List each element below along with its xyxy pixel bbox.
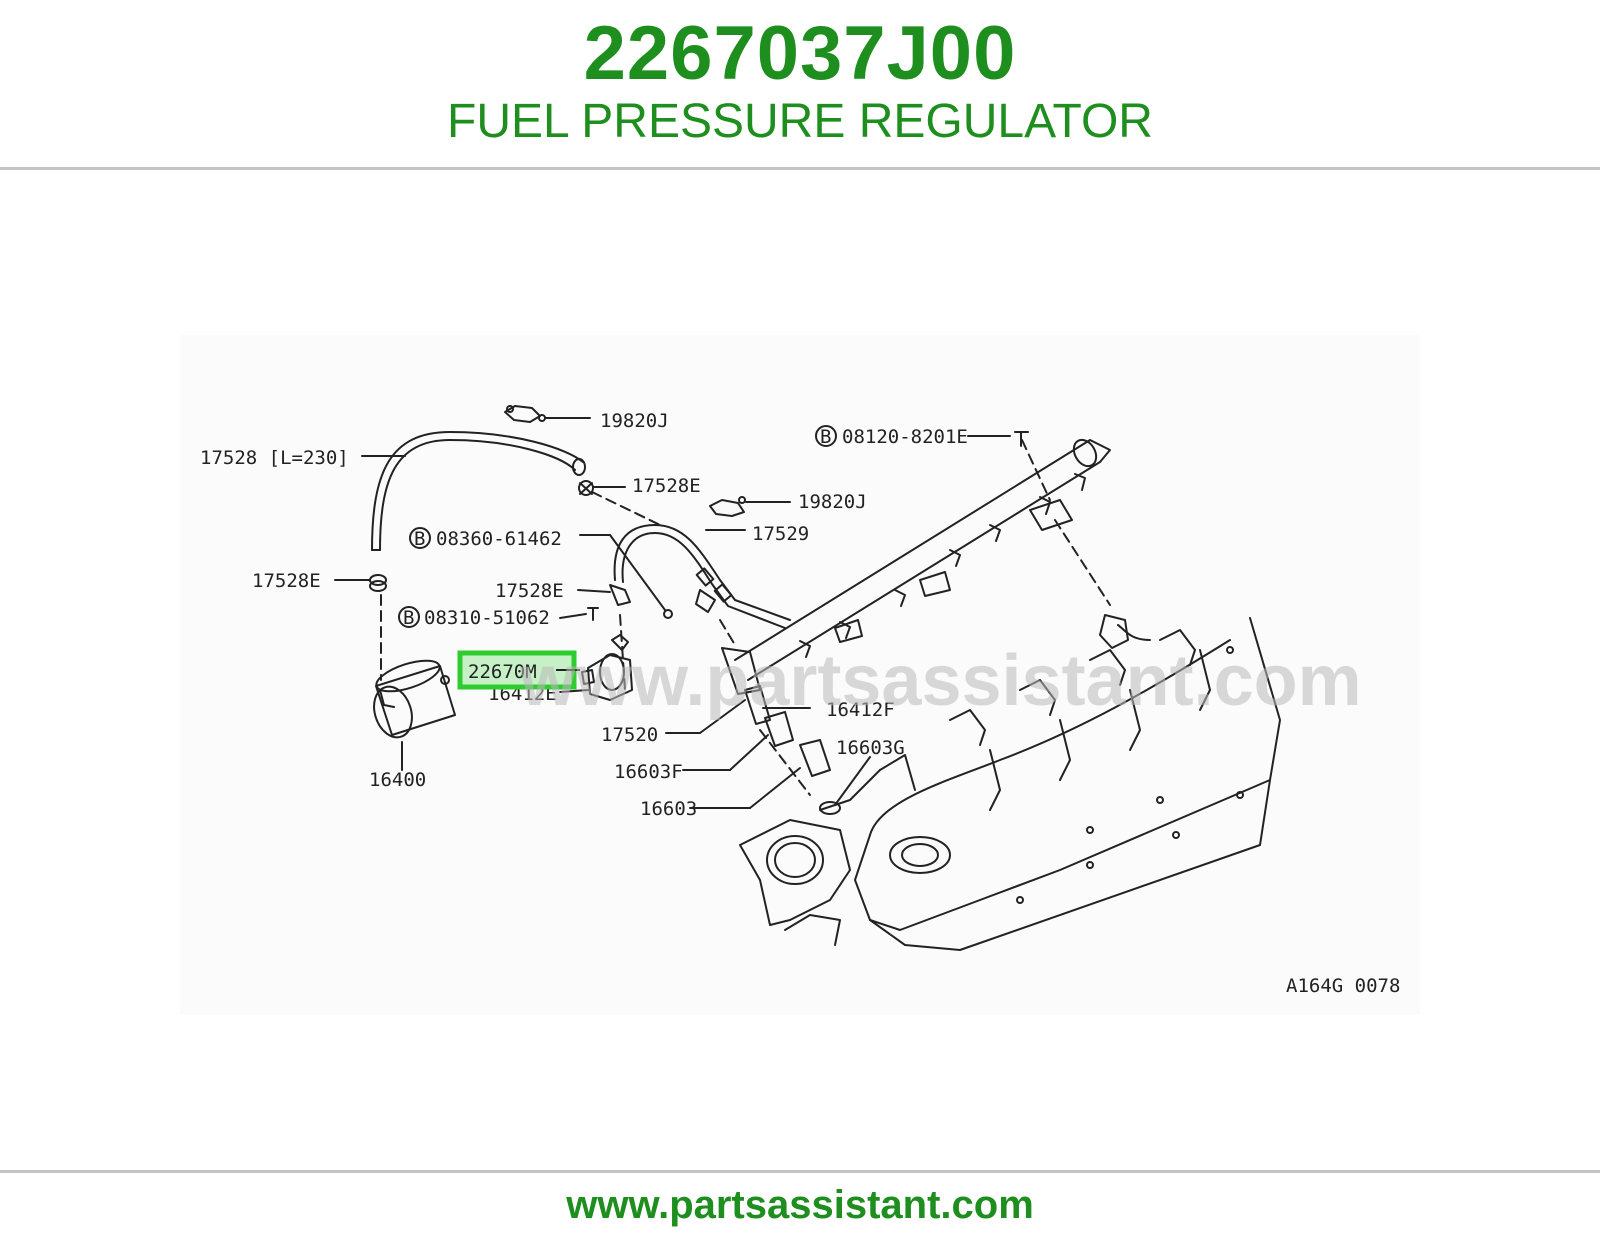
- hose-bracket: [609, 584, 716, 619]
- clip-19820j-mid: [709, 496, 746, 517]
- footer-divider: [0, 1170, 1600, 1173]
- header-divider: [0, 167, 1600, 170]
- label-17528e-upper[interactable]: 17528E: [632, 475, 701, 497]
- hose-end: [572, 458, 586, 476]
- bolt-marker-letter: B: [414, 528, 425, 550]
- clamp-17528e-upper: [578, 480, 594, 496]
- label-17528e-mid[interactable]: 17528E: [495, 580, 564, 602]
- watermark: www.partsassistant.com: [519, 641, 1362, 721]
- label-19820j-mid[interactable]: 19820J: [798, 491, 867, 513]
- intake-manifold: [739, 614, 1281, 951]
- label-16603f[interactable]: 16603F: [614, 761, 683, 783]
- part-number-title: 2267037J00: [583, 11, 1017, 96]
- fuel-rail-17520: [721, 438, 1111, 695]
- bolt-08310: [587, 607, 599, 621]
- label-22670m[interactable]: 22670M: [468, 661, 537, 683]
- fuel-injector: [744, 685, 841, 815]
- fuel-hose-17528: [371, 431, 584, 551]
- label-17520[interactable]: 17520: [601, 724, 658, 746]
- label-08310-51062[interactable]: 08310-51062: [424, 607, 550, 629]
- label-19820j-top[interactable]: 19820J: [600, 410, 669, 432]
- label-16400[interactable]: 16400: [369, 769, 426, 791]
- label-08360-61462[interactable]: 08360-61462: [436, 528, 562, 550]
- dashed-assembly-lines: [380, 439, 1111, 796]
- diagram-panel: [180, 335, 1420, 1015]
- label-17529[interactable]: 17529: [752, 523, 809, 545]
- bolt-marker-icon: [409, 527, 431, 549]
- label-08120-8201e[interactable]: 08120-8201E: [842, 426, 968, 448]
- label-16603g[interactable]: 16603G: [836, 737, 905, 759]
- label-16603[interactable]: 16603: [640, 798, 697, 820]
- part-name-subtitle: FUEL PRESSURE REGULATOR: [447, 95, 1153, 148]
- drawing-code: A164G 0078: [1286, 975, 1400, 997]
- bolt-08120: [1014, 431, 1029, 447]
- leader-lines: [334, 417, 1011, 809]
- clip-19820j-top: [504, 405, 546, 423]
- label-17528e-left[interactable]: 17528E: [252, 570, 321, 592]
- footer-website[interactable]: www.partsassistant.com: [566, 1183, 1034, 1227]
- bolt-marker-letter: B: [820, 426, 831, 448]
- label-17528[interactable]: 17528 [L=230]: [200, 447, 349, 469]
- label-16412f[interactable]: 16412F: [826, 699, 895, 721]
- bolt-marker-icon: [398, 606, 420, 628]
- fuel-filter-16400: [373, 659, 456, 739]
- bolt-marker-letter: B: [403, 607, 414, 629]
- bolt-marker-icon: [815, 425, 837, 447]
- pressure-regulator-22670m: [581, 634, 633, 701]
- clamp-17528e-left: [369, 574, 387, 592]
